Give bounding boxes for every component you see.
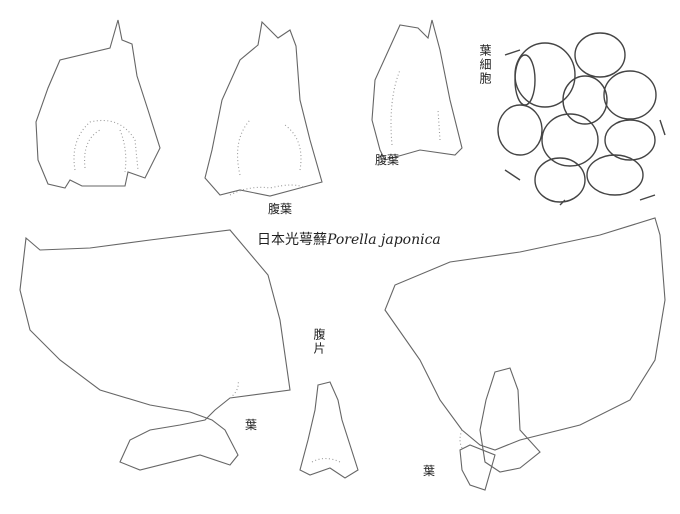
label-underleaf-left: 腹葉	[268, 202, 293, 216]
underleaf-drawing-1	[35, 19, 161, 189]
leaf-lobe-right	[479, 367, 541, 473]
label-lobule: 腹片	[312, 328, 326, 356]
title-cjk: 日本光萼蘚	[257, 232, 327, 248]
label-underleaf-middle: 腹葉	[375, 153, 400, 167]
lobule-drawing	[299, 381, 359, 479]
label-leaf-left: 葉	[245, 418, 258, 432]
underleaf-drawing-2	[204, 20, 323, 197]
figure-title: 日本光萼蘚Porella japonica	[257, 229, 441, 249]
label-leaf-right: 葉	[423, 464, 436, 478]
leaf-drawing-right	[384, 217, 666, 451]
leaf-drawing-left	[19, 229, 291, 471]
label-leaf-cells: 葉細胞	[478, 44, 492, 86]
title-latin: Porella japonica	[327, 232, 441, 248]
underleaf-drawing-3	[371, 19, 463, 161]
leaf-cells-drawing	[497, 32, 666, 206]
